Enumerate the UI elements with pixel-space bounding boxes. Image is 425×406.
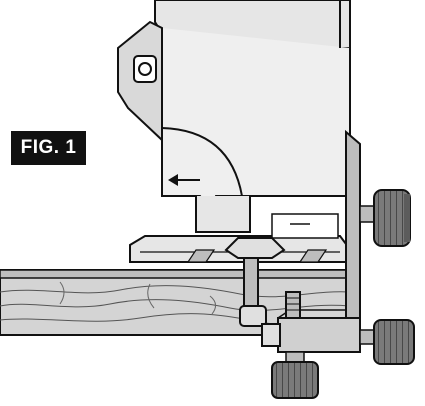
router-motor-housing xyxy=(117,0,351,233)
bottom-adjust-knob xyxy=(271,351,319,399)
side-lock-knob xyxy=(359,319,415,365)
upper-adjust-knob xyxy=(359,189,411,247)
direction-arrow-icon xyxy=(168,174,200,186)
figure-label: FIG. 1 xyxy=(11,131,86,165)
edge-guide-bracket xyxy=(277,129,361,353)
clamp-screw xyxy=(224,237,301,347)
